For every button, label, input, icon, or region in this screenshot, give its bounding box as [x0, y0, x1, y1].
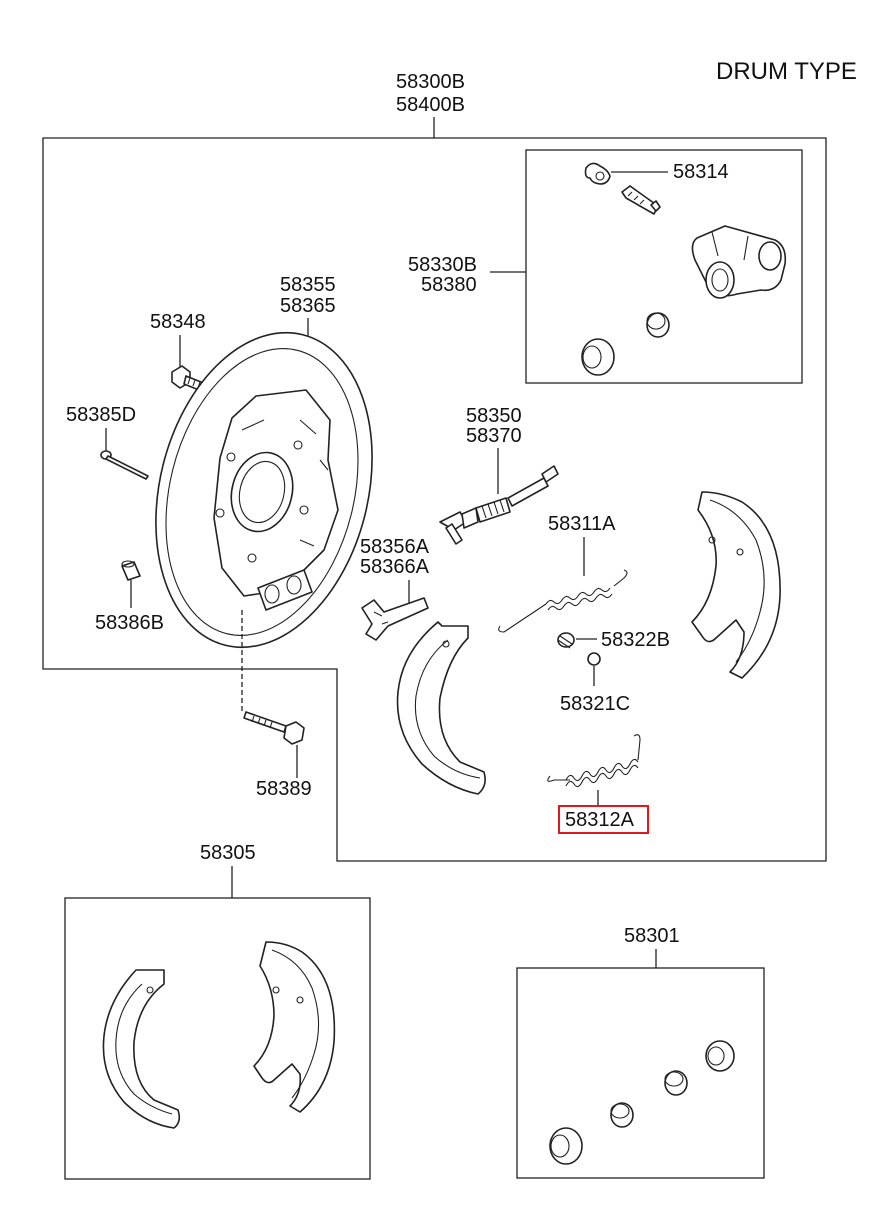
strut-part[interactable] [361, 597, 429, 641]
adjuster-part[interactable] [439, 465, 559, 545]
label-58312a[interactable]: 58312A [565, 809, 635, 831]
main-assembly-frame [42, 137, 827, 862]
wheel-cylinder-box [525, 149, 803, 384]
piston-part[interactable] [646, 312, 670, 338]
label-58311a[interactable]: 58311A [548, 513, 616, 535]
label-58348[interactable]: 58348 [150, 311, 206, 333]
hold-down-pin-part[interactable] [100, 450, 149, 480]
brake-shoe-right-part[interactable] [691, 491, 781, 679]
kit-shoe-left-part[interactable] [102, 969, 181, 1129]
kit-seal-part[interactable] [705, 1040, 735, 1072]
bleeder-cap-part[interactable] [584, 162, 611, 185]
label-58301[interactable]: 58301 [624, 925, 680, 947]
upper-return-spring-part[interactable] [498, 569, 628, 633]
label-58400b[interactable]: 58400B [396, 94, 465, 116]
label-58350[interactable]: 58350 [466, 405, 522, 427]
label-58366a[interactable]: 58366A [360, 556, 430, 578]
label-58370[interactable]: 58370 [466, 425, 522, 447]
label-58385d[interactable]: 58385D [66, 404, 136, 426]
cap-58386b-part[interactable] [121, 560, 141, 581]
label-58305[interactable]: 58305 [200, 842, 256, 864]
label-58356a[interactable]: 58356A [360, 536, 430, 558]
cylinder-kit-box [516, 967, 765, 1179]
bolt-58389-part[interactable] [243, 711, 305, 745]
label-58322b[interactable]: 58322B [601, 629, 670, 651]
diagram-title: DRUM TYPE [716, 58, 857, 85]
brake-shoe-left-part[interactable] [396, 621, 486, 795]
label-58330b[interactable]: 58330B [408, 254, 477, 276]
label-58300b[interactable]: 58300B [396, 71, 465, 93]
adjuster-lever-part[interactable] [587, 652, 601, 666]
label-58380[interactable]: 58380 [421, 274, 477, 296]
backing-plate-part[interactable] [124, 310, 403, 671]
kit-cup-1-part[interactable] [664, 1070, 688, 1096]
label-58365[interactable]: 58365 [280, 295, 336, 317]
lower-return-spring-part[interactable] [547, 734, 641, 788]
label-58355[interactable]: 58355 [280, 274, 336, 296]
label-58389[interactable]: 58389 [256, 778, 312, 800]
adjuster-spring-part[interactable] [557, 632, 575, 649]
label-58386b[interactable]: 58386B [95, 612, 164, 634]
boot-part[interactable] [581, 338, 615, 376]
bleeder-screw-part[interactable] [621, 185, 661, 215]
bolt-58348-part[interactable] [171, 365, 207, 393]
highlight-box [558, 805, 649, 834]
kit-boot-part[interactable] [549, 1127, 583, 1165]
kit-shoe-right-part[interactable] [253, 941, 336, 1113]
wheel-cylinder-part[interactable] [691, 225, 787, 299]
label-58321c[interactable]: 58321C [560, 693, 630, 715]
shoe-kit-box [64, 897, 371, 1180]
label-58314[interactable]: 58314 [673, 161, 729, 183]
kit-cup-2-part[interactable] [610, 1102, 634, 1128]
